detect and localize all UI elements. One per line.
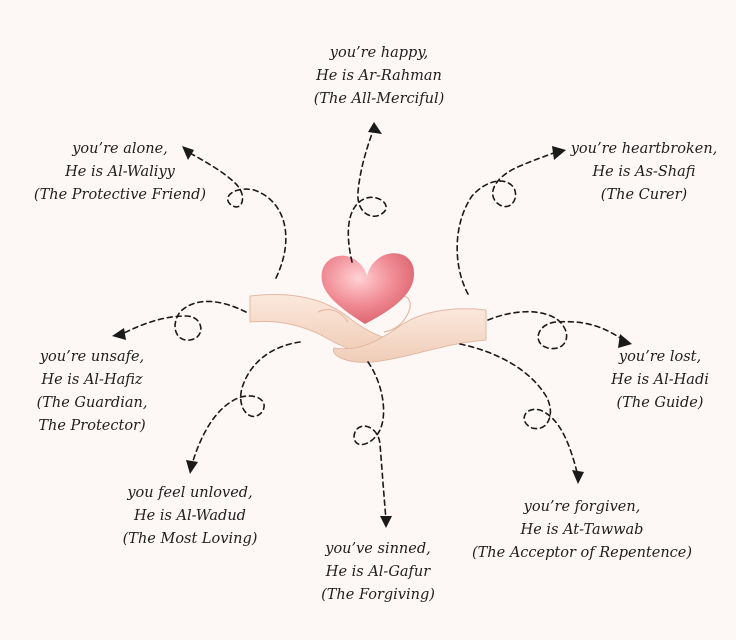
label-alone: you’re alone, He is Al-Waliyy (The Prote… <box>34 138 206 207</box>
arrowhead-unloved <box>186 460 198 474</box>
label-forgiven: you’re forgiven, He is At-Tawwab (The Ac… <box>472 496 692 565</box>
label-line: (The Curer) <box>600 187 688 203</box>
label-line: (The Protective Friend) <box>33 187 207 203</box>
label-line: The Protector) <box>38 418 146 434</box>
connector-lost <box>487 310 627 350</box>
label-line: you feel unloved, <box>127 485 253 501</box>
connector-group <box>121 127 627 521</box>
label-line: you’re forgiven, <box>523 499 641 515</box>
arrowhead-lost <box>618 334 632 348</box>
heart-icon <box>321 253 415 324</box>
label-line: you’ve sinned, <box>325 541 431 557</box>
connector-happy <box>347 127 387 263</box>
label-line: He is Al-Hadi <box>611 372 709 388</box>
connector-unsafe <box>121 300 247 341</box>
label-line: (The Forgiving) <box>321 587 435 603</box>
connector-unloved <box>191 341 301 465</box>
connector-sinned <box>353 361 387 521</box>
label-line: He is At-Tawwab <box>520 522 644 538</box>
label-unloved: you feel unloved, He is Al-Wadud (The Mo… <box>123 482 258 551</box>
connector-alone <box>187 151 287 279</box>
label-line: He is As-Shafi <box>592 164 696 180</box>
label-line: (The All-Merciful) <box>313 91 445 107</box>
label-line: (The Guardian, <box>36 395 148 411</box>
label-heartbroken: you’re heartbroken, He is As-Shafi (The … <box>571 138 718 207</box>
arrowhead-heartbroken <box>552 146 566 160</box>
connector-forgiven <box>459 343 579 477</box>
label-line: you’re alone, <box>72 141 168 157</box>
label-unsafe: you’re unsafe, He is Al-Hafiz (The Guard… <box>37 346 148 438</box>
label-line: (The Most Loving) <box>122 531 258 547</box>
arrowhead-alone <box>182 146 194 160</box>
label-line: you’re heartbroken, <box>570 141 718 157</box>
label-sinned: you’ve sinned, He is Al-Gafur (The Forgi… <box>321 538 435 607</box>
label-line: you’re unsafe, <box>39 349 145 365</box>
label-line: (The Guide) <box>616 395 704 411</box>
connector-heartbroken <box>456 151 557 295</box>
label-line: He is Al-Gafur <box>325 564 431 580</box>
label-lost: you’re lost, He is Al-Hadi (The Guide) <box>611 346 709 415</box>
label-line: He is Al-Wadud <box>134 508 246 524</box>
label-happy: you’re happy, He is Ar-Rahman (The All-M… <box>314 42 445 111</box>
label-line: you’re lost, <box>618 349 702 365</box>
label-line: He is Al-Waliyy <box>65 164 175 180</box>
arrowhead-happy <box>368 122 382 134</box>
label-line: you’re happy, <box>329 45 429 61</box>
label-line: He is Al-Hafiz <box>41 372 143 388</box>
arrowhead-forgiven <box>572 470 584 484</box>
hands-icon <box>249 293 487 363</box>
label-line: He is Ar-Rahman <box>316 68 442 84</box>
arrowhead-unsafe <box>112 328 126 340</box>
arrowhead-sinned <box>380 516 392 528</box>
label-line: (The Acceptor of Repentence) <box>471 545 693 561</box>
arrowheads <box>112 122 632 528</box>
